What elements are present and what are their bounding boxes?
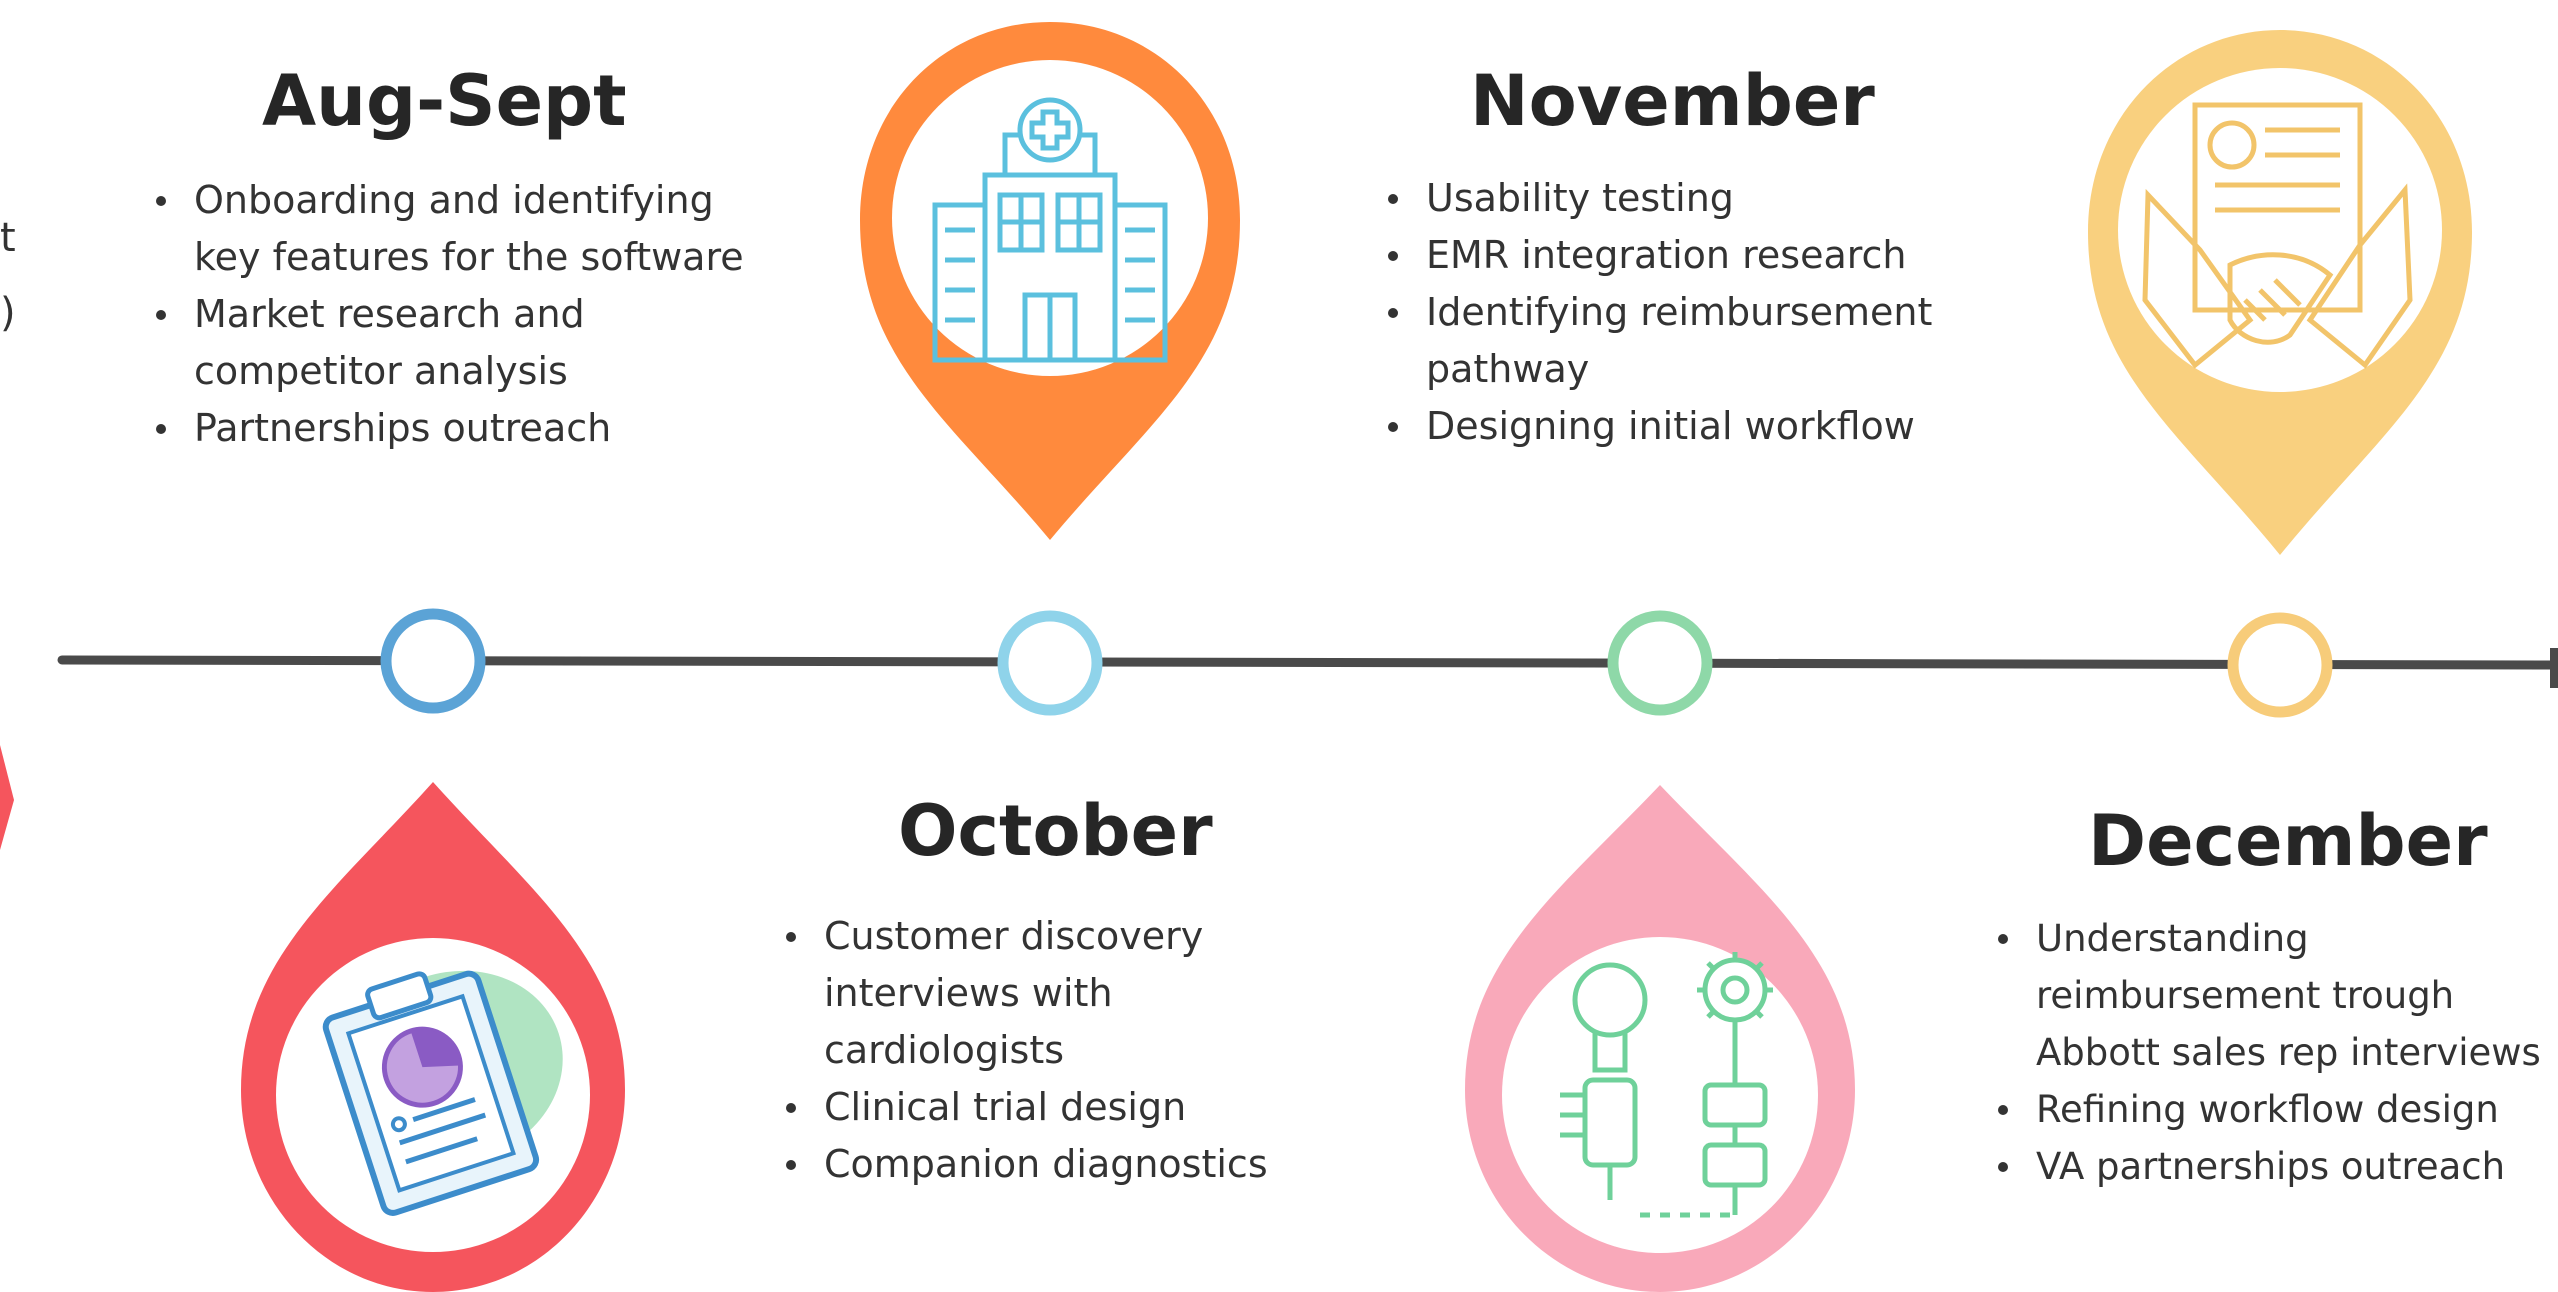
hospital-icon bbox=[932, 97, 1168, 363]
pin-november bbox=[1465, 785, 1855, 1292]
bullet-item: VA partnerships outreach bbox=[1990, 1138, 2558, 1195]
bullet-item: Designing initial workflow bbox=[1380, 398, 2000, 455]
bullet-item: Market research and competitor analysis bbox=[148, 286, 768, 400]
heading-aug-sept: Aug-Sept bbox=[262, 60, 627, 142]
bullet-item: Clinical trial design bbox=[778, 1079, 1338, 1136]
pin-aug-sept bbox=[241, 782, 625, 1292]
bullet-item: Identifying reimbursement pathway bbox=[1380, 284, 2000, 398]
bullet-item: Partnerships outreach bbox=[148, 400, 768, 457]
bullets-aug-sept: Onboarding and identifying key features … bbox=[148, 172, 768, 457]
innovation-icon bbox=[1560, 952, 1773, 1218]
bullet-item: Customer discovery interviews with cardi… bbox=[778, 908, 1338, 1079]
clipboard-chart-icon bbox=[322, 970, 563, 1216]
timeline-node-november bbox=[1607, 610, 1713, 716]
edge-text-fragment-2: ) bbox=[0, 290, 16, 336]
bullet-item: Refining workflow design bbox=[1990, 1081, 2558, 1138]
pin-october bbox=[860, 22, 1240, 540]
edge-pin-fragment bbox=[0, 745, 14, 850]
bullets-october: Customer discovery interviews with cardi… bbox=[778, 908, 1338, 1193]
heading-october: October bbox=[898, 790, 1213, 872]
bullet-item: Companion diagnostics bbox=[778, 1136, 1338, 1193]
bullet-item: EMR integration research bbox=[1380, 227, 2000, 284]
bullets-november: Usability testing EMR integration resear… bbox=[1380, 170, 2000, 455]
pin-december bbox=[2088, 30, 2472, 555]
heading-november: November bbox=[1470, 60, 1875, 142]
heading-december: December bbox=[2088, 800, 2488, 882]
timeline-node-aug-sept bbox=[380, 608, 486, 714]
bullet-item: Usability testing bbox=[1380, 170, 2000, 227]
bullet-item: Onboarding and identifying key features … bbox=[148, 172, 768, 286]
timeline-node-december bbox=[2227, 612, 2333, 718]
bullet-item: Understanding reimbursement trough Abbot… bbox=[1990, 910, 2558, 1081]
timeline-node-october bbox=[997, 610, 1103, 716]
edge-text-fragment-1: t bbox=[0, 215, 16, 261]
bullets-december: Understanding reimbursement trough Abbot… bbox=[1990, 910, 2558, 1195]
timeline-end-cap bbox=[2550, 648, 2558, 688]
handshake-contract-icon bbox=[2142, 102, 2413, 369]
